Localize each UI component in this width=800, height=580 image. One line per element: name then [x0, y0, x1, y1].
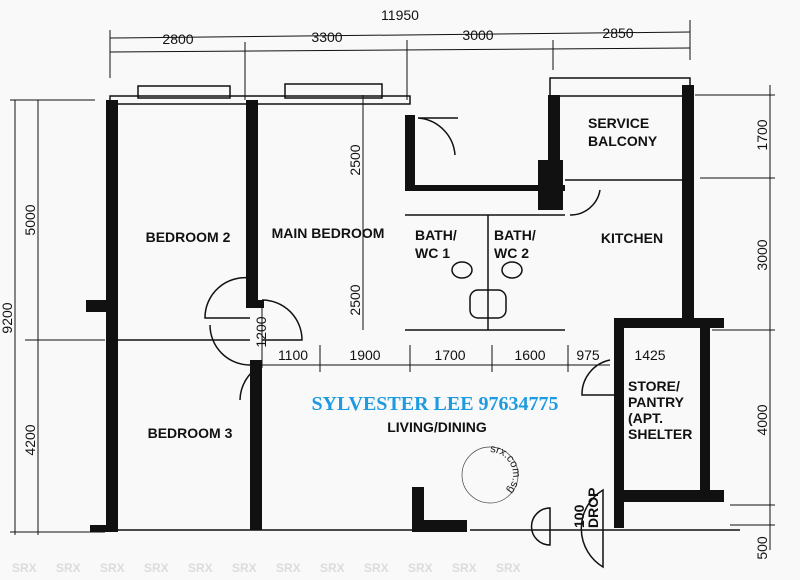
dim-overall-width: 11950: [381, 7, 419, 23]
thin-partitions: [109, 77, 740, 569]
dim-right: 4000: [754, 404, 770, 435]
room-main-bedroom: MAIN BEDROOM: [272, 225, 385, 241]
dim-right: 3000: [754, 239, 770, 270]
srx-tile: SRX: [100, 561, 125, 575]
room-store: (APT.: [628, 410, 663, 426]
srx-tile: SRX: [364, 561, 389, 575]
dim-middle: 1900: [349, 347, 380, 363]
srx-tile: SRX: [320, 561, 345, 575]
room-living-dining: LIVING/DINING: [387, 419, 487, 435]
dim-inner: 2500: [347, 144, 363, 175]
room-bath-2: BATH/: [494, 227, 536, 243]
srx-tile: SRX: [12, 561, 37, 575]
room-bedroom-3: BEDROOM 3: [148, 425, 233, 441]
dim-top: 3300: [311, 29, 342, 45]
dim-top: 2850: [602, 25, 633, 41]
dim-left: 5000: [22, 204, 38, 235]
srx-watermark-tiles: SRX SRX SRX SRX SRX SRX SRX SRX SRX SRX SRX SRX: [12, 561, 521, 575]
srx-tile: SRX: [496, 561, 521, 575]
srx-tile: SRX: [408, 561, 433, 575]
room-store: STORE/: [628, 378, 680, 394]
dim-top: 3000: [462, 27, 493, 43]
dim-inner: 2500: [347, 284, 363, 315]
srx-stamp: srx.com.sg: [461, 443, 523, 504]
room-bath-1: WC 1: [415, 245, 450, 261]
dim-top: 2800: [162, 31, 193, 47]
stamp-text: srx.com.sg: [490, 443, 523, 496]
dim-left: 4200: [22, 424, 38, 455]
dim-inner: 1200: [253, 316, 269, 347]
srx-tile: SRX: [144, 561, 169, 575]
dim-middle: 1100: [278, 347, 308, 363]
dim-left-overall: 9200: [0, 302, 15, 333]
agent-watermark: SYLVESTER LEE 97634775: [311, 393, 558, 415]
room-store: SHELTER: [628, 426, 692, 442]
walls: [86, 85, 724, 532]
refuse-drop-label: 100: [571, 504, 587, 528]
srx-tile: SRX: [232, 561, 257, 575]
room-bath-2: WC 2: [494, 245, 529, 261]
dim-right: 1700: [754, 119, 770, 150]
svg-text:srx.com.sg: srx.com.sg: [490, 443, 523, 496]
room-service-balcony: BALCONY: [588, 133, 658, 149]
dim-middle: 975: [576, 347, 600, 363]
dim-middle: 1700: [434, 347, 465, 363]
room-bedroom-2: BEDROOM 2: [146, 229, 231, 245]
dimension-lines: [10, 20, 775, 550]
refuse-drop-label: DROP: [585, 488, 601, 528]
room-labels: BEDROOM 2 MAIN BEDROOM BATH/ WC 1 BATH/ …: [146, 115, 693, 528]
dim-middle: 1600: [514, 347, 545, 363]
dimension-labels: 11950 2800 3300 3000 2850 1100 1900 1700…: [0, 7, 770, 560]
dim-right: 500: [754, 536, 770, 560]
srx-tile: SRX: [56, 561, 81, 575]
dim-middle: 1425: [634, 347, 665, 363]
srx-tile: SRX: [276, 561, 301, 575]
room-bath-1: BATH/: [415, 227, 457, 243]
room-service-balcony: SERVICE: [588, 115, 649, 131]
srx-tile: SRX: [188, 561, 213, 575]
room-kitchen: KITCHEN: [601, 230, 663, 246]
srx-tile: SRX: [452, 561, 477, 575]
room-store: PANTRY: [628, 394, 685, 410]
